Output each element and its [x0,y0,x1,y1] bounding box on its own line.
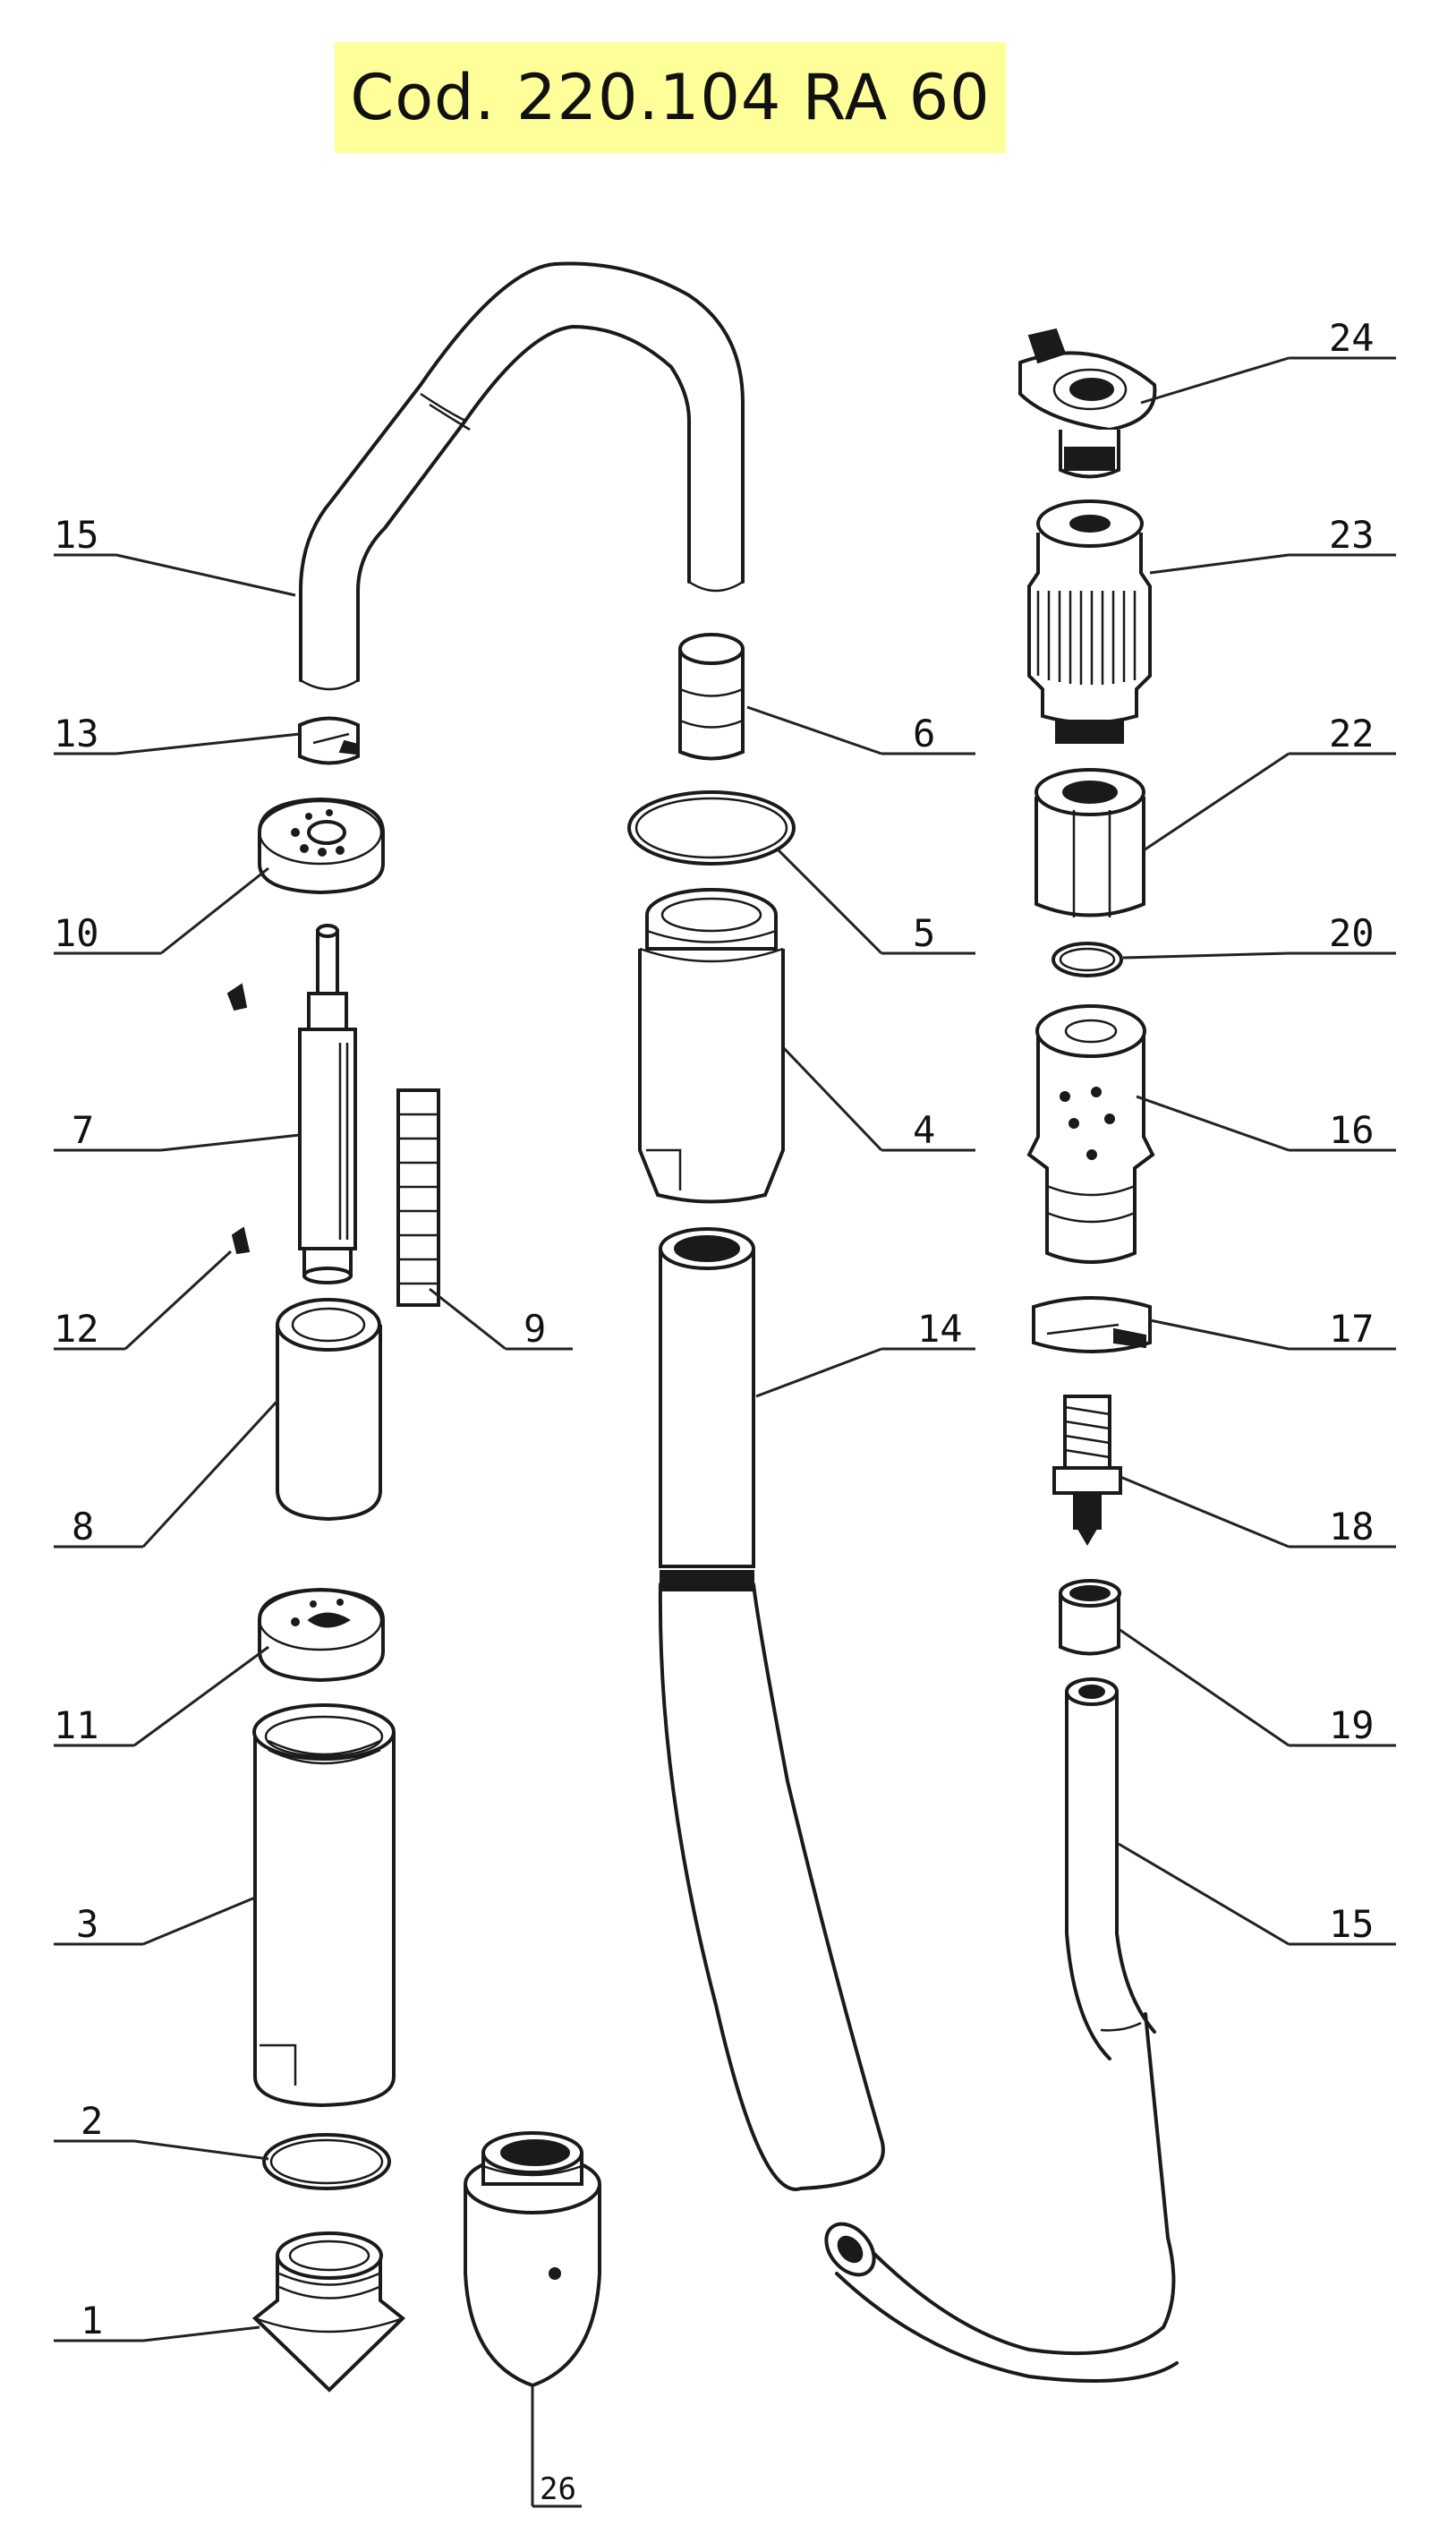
label-4: 4 [913,1108,935,1152]
callout-3: 3 [54,1896,256,1946]
callout-8: 8 [54,1399,279,1549]
callout-19: 19 [1118,1627,1396,1747]
label-15-bottom: 15 [1329,1902,1375,1946]
label-2: 2 [81,2099,103,2143]
label-8: 8 [72,1505,94,1549]
label-15-top: 15 [54,513,99,557]
part-24-coupling [1018,328,1157,479]
callout-11: 11 [54,1645,269,1747]
label-12: 12 [54,1307,99,1351]
part-26-cap [464,2131,601,2388]
label-13: 13 [54,712,99,755]
part-4-housing [638,888,785,1204]
title-box: Cod. 220.104 RA 60 [335,42,1006,153]
callout-7: 7 [54,1108,301,1152]
part-15-bottom-hose [1065,1677,1156,2060]
part-1-nozzle [251,2231,406,2393]
part-7-shaft [226,924,357,1284]
part-13-clamp [298,716,360,765]
part-20-washer [1052,942,1123,977]
callout-20: 20 [1122,911,1396,960]
label-10: 10 [54,911,99,955]
part-2-o-ring [262,2133,391,2190]
label-24: 24 [1329,316,1375,360]
callout-17: 17 [1149,1307,1396,1351]
label-22: 22 [1329,712,1375,755]
callout-6: 6 [746,705,975,755]
callout-13: 13 [54,712,301,755]
label-9: 9 [524,1307,546,1351]
part-11-disc [258,1587,385,1683]
callout-14: 14 [755,1307,975,1398]
label-6: 6 [913,712,935,755]
callout-2: 2 [54,2099,269,2161]
label-16: 16 [1329,1108,1375,1152]
knurl-lines [1036,591,1137,685]
part-8-sleeve [276,1298,382,1522]
label-3: 3 [76,1902,98,1946]
callout-15-top: 15 [54,513,296,597]
label-20: 20 [1329,911,1375,955]
title-code: Cod. 220.104 RA 60 [350,61,991,134]
callout-24: 24 [1140,316,1396,405]
callout-16: 16 [1136,1095,1396,1152]
part-14-lance-and-hose [658,1227,1179,2383]
callout-23: 23 [1149,513,1396,575]
label-17: 17 [1329,1307,1375,1351]
label-5: 5 [913,911,935,955]
part-18-spring-valve [1052,1395,1122,1546]
label-26: 26 [540,2471,576,2507]
callout-26: 26 [531,2385,582,2508]
part-5-o-ring [627,790,796,866]
callout-9: 9 [429,1287,573,1351]
label-11: 11 [54,1703,99,1747]
part-9-strip [396,1088,440,1307]
part-10-disc [258,797,385,895]
callout-1: 1 [54,2299,260,2342]
label-19: 19 [1329,1703,1375,1747]
part-19-small-sleeve [1059,1579,1121,1656]
callout-22: 22 [1143,712,1396,852]
part-23-knurled-connector [1027,499,1152,744]
callout-5: 5 [777,849,975,955]
part-3-tube [252,1703,396,2108]
label-18: 18 [1329,1505,1375,1549]
label-23: 23 [1329,513,1375,557]
part-15-top-hose [299,261,745,691]
label-7: 7 [72,1108,94,1152]
callout-12: 12 [54,1250,233,1351]
callout-15-bottom: 15 [1118,1842,1396,1946]
callout-10: 10 [54,866,269,955]
part-17-clamp-band [1032,1296,1152,1353]
label-14: 14 [917,1307,963,1351]
callout-18: 18 [1120,1475,1396,1549]
part-16-body [1026,1004,1155,1264]
part-6-fitting [678,633,745,761]
part-22-hex-nut [1035,768,1145,917]
label-1: 1 [81,2299,103,2342]
callout-4: 4 [781,1045,975,1152]
